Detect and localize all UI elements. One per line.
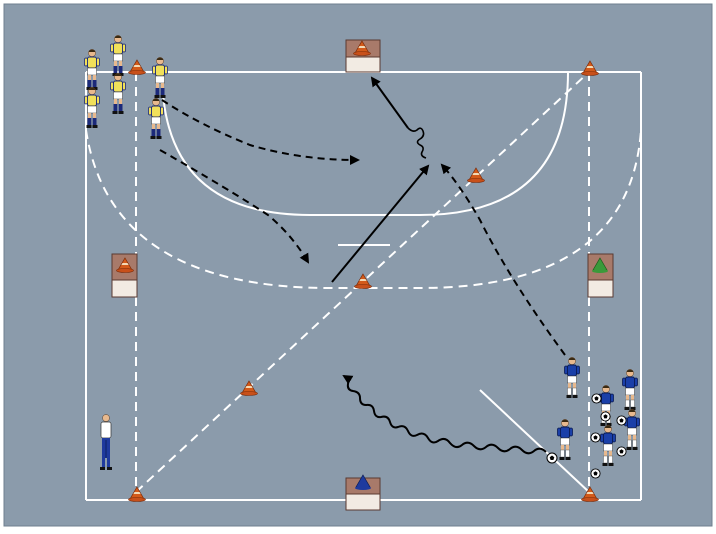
- football: [546, 452, 558, 464]
- dribble-arrow: [407, 127, 427, 159]
- pass-arrow: [370, 76, 409, 129]
- pass-arrow: [331, 164, 430, 283]
- left-goal: [111, 253, 138, 298]
- football: [600, 411, 611, 422]
- football: [590, 468, 601, 479]
- run-arrow: [440, 163, 566, 356]
- football: [591, 393, 602, 404]
- movement-arrows: [159, 76, 566, 455]
- football: [590, 432, 601, 443]
- dribble-arrow: [342, 374, 547, 455]
- coach: [100, 414, 112, 470]
- top-goal: [345, 39, 381, 73]
- right-goal: [587, 253, 614, 298]
- field-lines: [85, 71, 642, 501]
- run-arrow: [159, 149, 310, 264]
- football: [616, 415, 627, 426]
- football: [616, 446, 627, 457]
- run-arrow: [161, 99, 360, 165]
- bottom-goal: [345, 474, 381, 511]
